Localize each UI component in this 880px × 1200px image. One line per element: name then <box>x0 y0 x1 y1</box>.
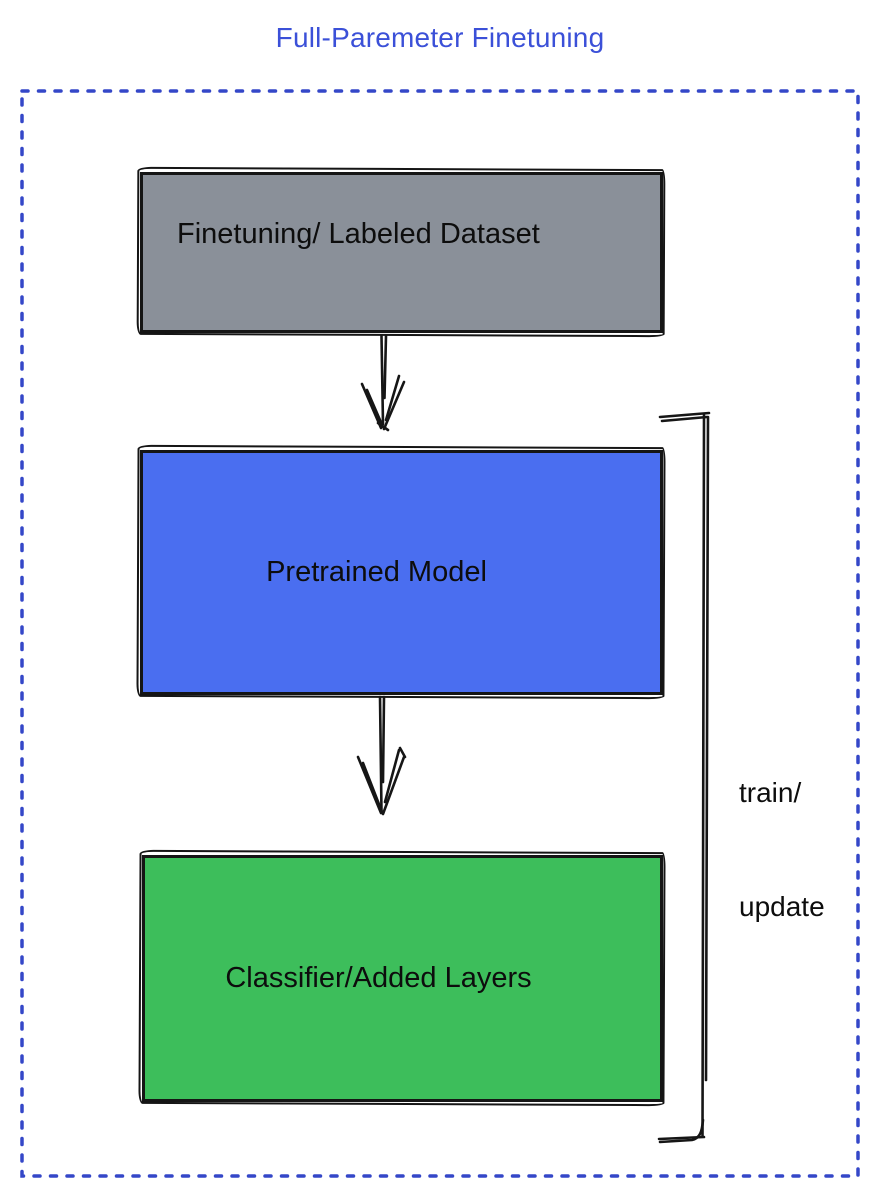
node-classifier-added-layers-label: Classifier/Added Layers <box>225 962 532 994</box>
node-pretrained-model-label: Pretrained Model <box>266 556 487 588</box>
train-update-bracket <box>657 411 711 1144</box>
arrow-down-icon <box>360 334 406 432</box>
node-finetuning-dataset: Finetuning/ Labeled Dataset <box>140 172 663 333</box>
node-classifier-added-layers: Classifier/Added Layers <box>142 855 663 1102</box>
arrow-down-icon <box>356 695 407 816</box>
bracket-label-line1: train/ <box>739 777 802 808</box>
diagram-title: Full-Paremeter Finetuning <box>275 22 605 53</box>
node-pretrained-model: Pretrained Model <box>140 450 663 695</box>
node-finetuning-dataset-label: Finetuning/ Labeled Dataset <box>177 218 540 250</box>
bracket-label-line2: update <box>739 891 825 922</box>
bracket-label: train/ update <box>739 698 825 1002</box>
